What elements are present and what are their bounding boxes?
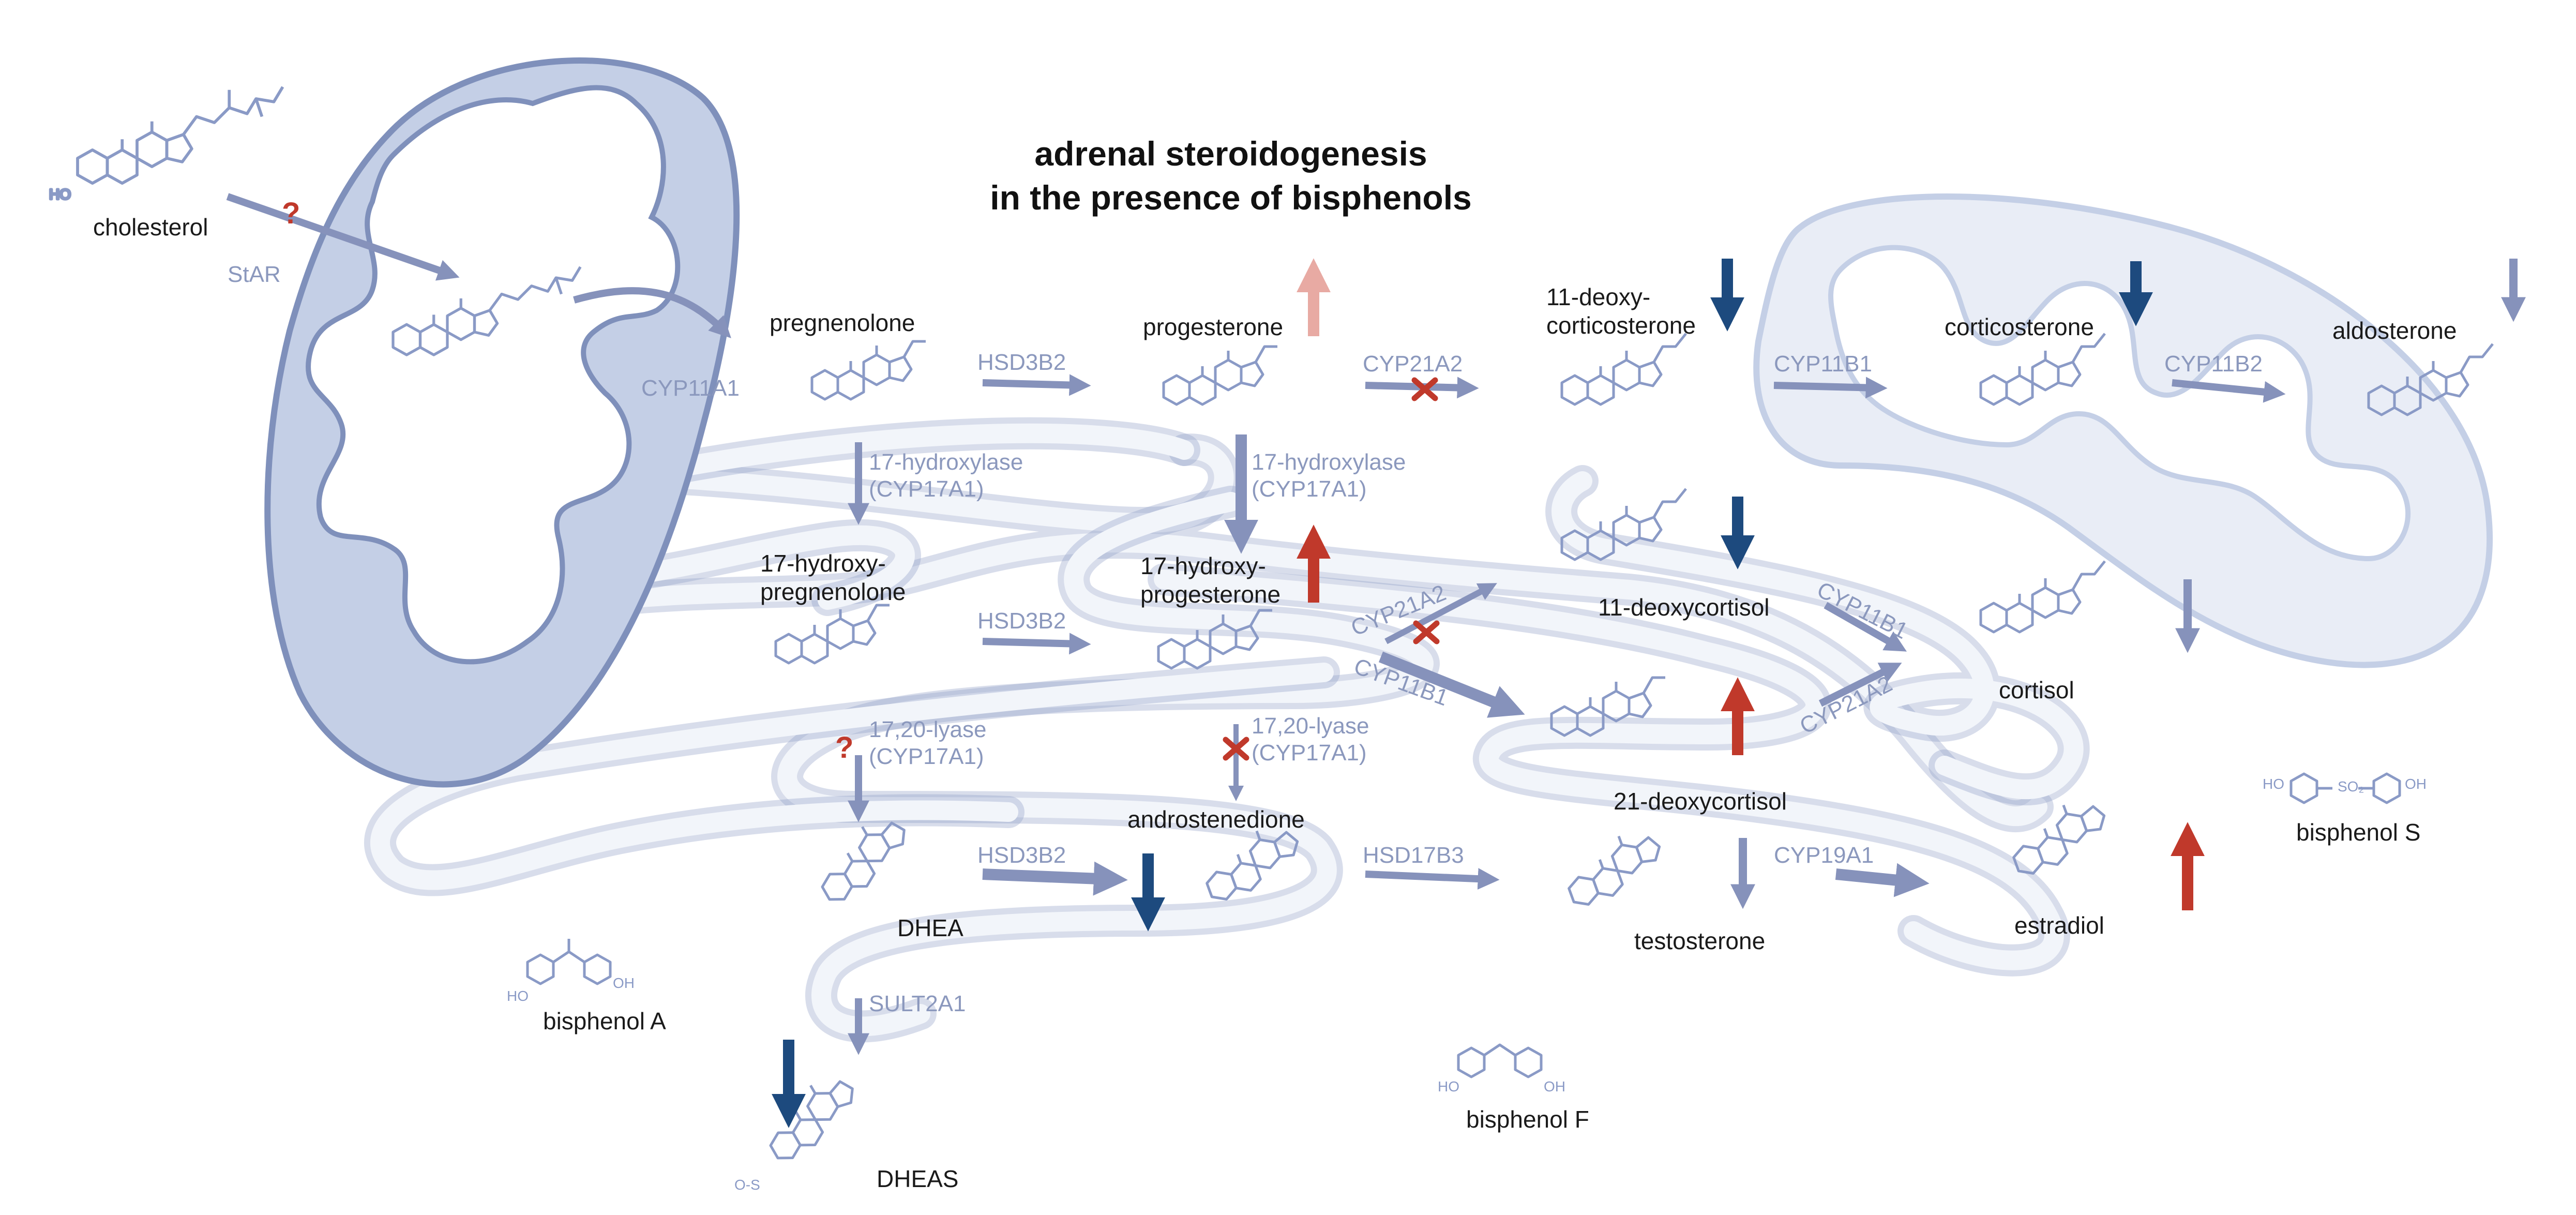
flow-arrow (1773, 377, 1888, 399)
label-hydroxyprogesterone-2: progesterone (1140, 581, 1281, 608)
flow-arrow (982, 633, 1091, 655)
deoxycortisol-structure-icon (1562, 488, 1687, 560)
label-progesterone: progesterone (1143, 313, 1283, 340)
deoxycortisol21-structure-icon (1551, 676, 1665, 736)
enzyme-cyp21a2-1: CYP21A2 (1363, 351, 1463, 377)
testosterone-structure-icon (1558, 824, 1669, 909)
cross-icon (1413, 620, 1440, 644)
atom-label: OH (613, 975, 635, 991)
label-corticosterone: corticosterone (1945, 313, 2094, 340)
cortisol-structure-icon (1981, 560, 2106, 632)
flow-arrows (226, 193, 2286, 1055)
label-bisphenol-s: bisphenol S (2296, 819, 2420, 846)
flow-arrow (982, 374, 1091, 396)
cross-icon (1223, 737, 1249, 761)
flow-arrow (1384, 583, 1497, 644)
inhibition-marks (1223, 377, 1440, 761)
flow-arrow (1365, 868, 1500, 890)
endoplasmic-reticulum (334, 417, 2090, 1043)
mitochondrion-right (1753, 193, 2493, 668)
flow-arrow (1824, 602, 1907, 652)
label-aldosterone: aldosterone (2332, 317, 2457, 344)
label-testosterone: testosterone (1634, 927, 1765, 954)
label-hydroxypregnenolone-2: pregnenolone (760, 578, 906, 605)
label-cholesterol: cholesterol (93, 214, 208, 241)
enzyme-hsd17b3: HSD17B3 (1363, 843, 1464, 868)
aldosterone-structure-icon (2369, 343, 2494, 415)
flow-arrow (1365, 377, 1479, 399)
enzyme-lyase-right-2: (CYP17A1) (1252, 740, 1367, 766)
unknown-effect-icon: ? (282, 197, 300, 230)
enzyme-hydroxylase-right-2: (CYP17A1) (1252, 476, 1367, 502)
bisphenol-f-structure-icon (1457, 1043, 1543, 1078)
enzyme-cyp19a1: CYP19A1 (1774, 843, 1874, 868)
flow-arrow (982, 861, 1128, 896)
dheas-structure-icon (755, 1068, 867, 1164)
deoxycorticosterone-structure-icon (1562, 333, 1687, 404)
label-pregnenolone: pregnenolone (770, 309, 915, 336)
atom-label: SO₂ (2338, 778, 2364, 794)
enzyme-lyase-right-1: 17,20-lyase (1252, 713, 1369, 739)
cholesterol-structure-icon (78, 86, 284, 183)
label-bisphenol-a: bisphenol A (543, 1008, 666, 1034)
mitochondrion-left (264, 57, 740, 788)
enzyme-hsd3b2-2: HSD3B2 (977, 608, 1066, 634)
flow-arrow (1378, 651, 1525, 718)
label-cortisol: cortisol (1999, 677, 2074, 703)
enzyme-sult2a1: SULT2A1 (869, 991, 966, 1016)
bisphenol-s-structure-icon (2289, 772, 2401, 804)
atom-label: OH (1544, 1078, 1565, 1094)
flow-arrow (226, 193, 460, 281)
enzyme-hsd3b2-1: HSD3B2 (977, 350, 1066, 375)
title-line-2: in the presence of bisphenols (990, 178, 1472, 217)
molecule-structures: HO (48, 86, 2494, 1164)
enzyme-cyp11a1: CYP11A1 (641, 376, 740, 401)
label-estradiol: estradiol (2014, 912, 2104, 939)
atom-label: HO (1438, 1078, 1459, 1094)
hydroxypregnenolone-structure-icon (776, 604, 890, 663)
label-dhea: DHEA (897, 914, 963, 941)
atom-label: OH (2405, 776, 2427, 792)
enzyme-hydroxylase-left-1: 17-hydroxylase (869, 449, 1023, 475)
atom-label: O-S (734, 1177, 760, 1193)
flow-arrow (1835, 863, 1930, 897)
enzyme-hydroxylase-left-2: (CYP17A1) (869, 476, 984, 502)
enzyme-cyp11b1-1: CYP11B1 (1774, 351, 1872, 377)
label-bisphenol-f: bisphenol F (1466, 1106, 1589, 1133)
enzyme-cyp11b2: CYP11B2 (2164, 351, 2263, 377)
label-hydroxypregnenolone-1: 17-hydroxy- (760, 550, 886, 577)
label-dheas: DHEAS (877, 1165, 958, 1192)
flow-arrow (573, 287, 731, 338)
atom-label: HO (2263, 776, 2284, 792)
enzyme-hsd3b2-3: HSD3B2 (977, 843, 1066, 868)
enzyme-star: StAR (228, 262, 281, 287)
atom-label: HO (507, 988, 529, 1004)
flow-arrow (2172, 379, 2286, 403)
corticosterone-structure-icon (1981, 333, 2106, 404)
label-deoxycortisol21: 21-deoxycortisol (1614, 788, 1787, 815)
hydroxyprogesterone-structure-icon (1158, 609, 1272, 668)
effect-arrows (772, 258, 2526, 1128)
label-hydroxyprogesterone-1: 17-hydroxy- (1140, 552, 1266, 579)
label-deoxycortisol: 11-deoxycortisol (1598, 594, 1770, 621)
molecule-labels: cholesterol pregnenolone progesterone 11… (93, 214, 2457, 1192)
progesterone-structure-icon (1164, 345, 1277, 404)
label-deoxycorticosterone-1: 11-deoxy- (1546, 283, 1650, 310)
flow-arrow (1818, 663, 1902, 707)
unknown-effect-icon: ? (835, 731, 853, 764)
title-line-1: adrenal steroidogenesis (1034, 134, 1427, 173)
pregnenolone-structure-icon (812, 340, 926, 399)
label-androstenedione: androstenedione (1127, 806, 1305, 833)
atom-label: HO (49, 186, 71, 202)
cross-icon (1411, 377, 1438, 401)
cholesterol-mito-structure-icon (393, 266, 582, 355)
bisphenol-a-structure-icon (526, 939, 612, 985)
enzyme-hydroxylase-right-1: 17-hydroxylase (1252, 449, 1406, 475)
label-deoxycorticosterone-2: corticosterone (1546, 312, 1696, 339)
enzyme-lyase-left-2: (CYP17A1) (869, 744, 984, 769)
enzyme-lyase-left-1: 17,20-lyase (869, 717, 986, 742)
